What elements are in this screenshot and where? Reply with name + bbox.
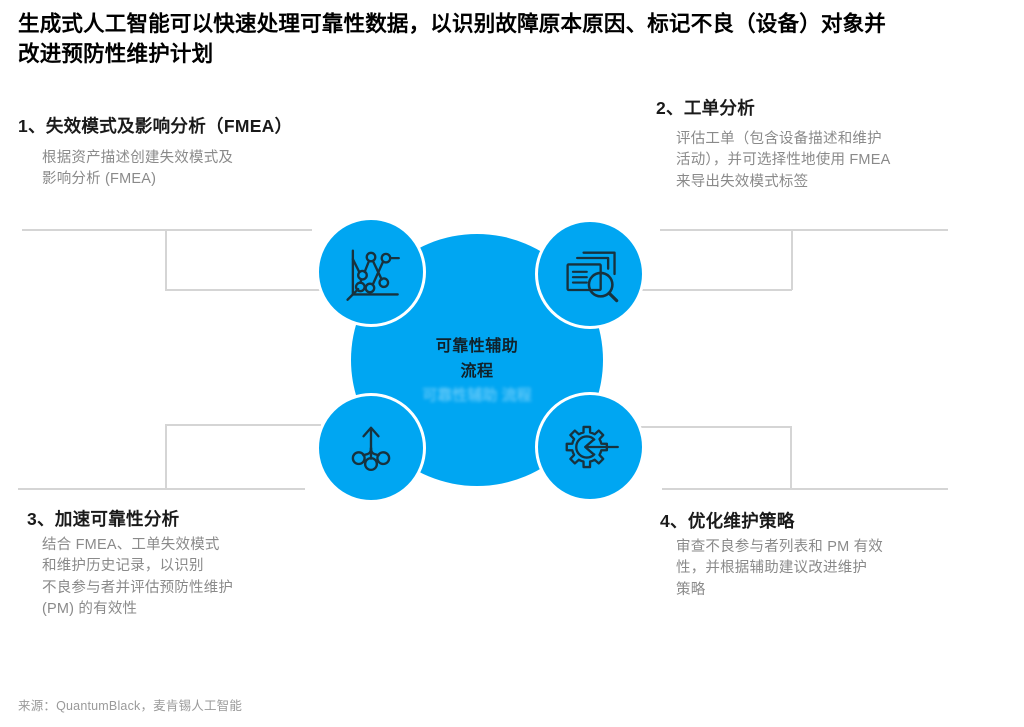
merge-branches-arrow-icon [339,416,403,480]
section-1-body: 根据资产描述创建失效模式及 影响分析 (FMEA) [42,150,234,188]
section-3-body: 结合 FMEA、工单失效模式 和维护历史记录，以识别 不良参与者并评估预防性维护… [42,537,234,617]
satellite-circle-work-order [535,219,645,329]
section-4-body: 审查不良参与者列表和 PM 有效 性，并根据辅助建议改进维护 策略 [676,539,884,598]
satellite-circle-reliability-analysis [316,393,426,503]
section-1-heading: 1、失效模式及影响分析（FMEA） [18,116,293,136]
connector-tl-bottom-line [165,289,321,291]
connector-bl-vertical-line [165,424,167,489]
connector-bl-bottom-line [18,488,305,490]
center-label-ghost: 可靠性辅助 流程 [422,387,532,404]
connector-tl-top-line [22,229,312,231]
connector-br-bottom-line [662,488,948,490]
connector-br-vertical-line [790,426,792,489]
scatter-line-chart-icon [339,240,403,304]
connector-tl-vertical-line [165,229,167,290]
connector-br-top-line [640,426,791,428]
source-note: 来源：QuantumBlack，麦肯锡人工智能 [18,699,243,713]
center-label: 可靠性辅助 流程 [435,338,519,380]
satellite-circle-maintenance-strategy [535,392,645,502]
gear-input-arrow-icon [558,415,622,479]
work-order-magnifier-icon [558,242,622,306]
connector-tr-top-line [660,229,948,231]
section-2-heading: 2、工单分析 [656,98,756,118]
connector-tr-vertical-line [791,229,793,290]
section-3-heading: 3、加速可靠性分析 [27,509,180,529]
connector-tr-bottom-line [640,289,792,291]
satellite-circle-fmea [316,217,426,327]
section-4-heading: 4、优化维护策略 [660,511,795,531]
connector-bl-top-line [165,424,321,426]
section-2-body: 评估工单（包含设备描述和维护 活动），并可选择性地使用 FMEA 来导出失效模式… [676,131,891,190]
page-title: 生成式人工智能可以快速处理可靠性数据，以识别故障原本原因、标记不良（设备）对象并… [18,12,887,66]
